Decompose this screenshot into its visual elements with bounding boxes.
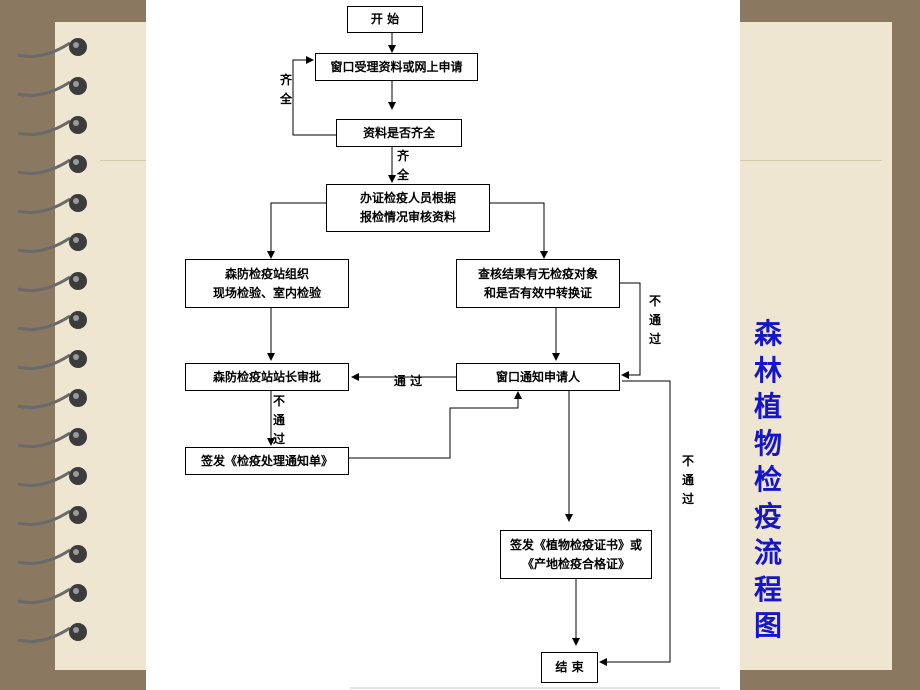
spiral-ring-icon [17, 311, 87, 331]
paper-rule-line-right [740, 160, 882, 161]
spiral-ring-icon [17, 428, 87, 448]
spiral-ring-icon [17, 155, 87, 175]
spiral-ring-icon [17, 38, 87, 58]
paper-rule-line-left [100, 160, 146, 161]
label-incomplete: 齐 全 [279, 73, 292, 106]
spiral-ring-icon [17, 545, 87, 565]
edge-review-verify [489, 202, 548, 259]
node-check-documents: 资料是否齐全 [336, 119, 462, 147]
label-pass: 通 过 [393, 374, 423, 388]
label-fail-approve: 不 通 过 [272, 394, 285, 446]
spiral-ring-icon [17, 116, 87, 136]
spiral-ring-icon [17, 77, 87, 97]
spiral-ring-icon [17, 233, 87, 253]
edge-end-fail-loop [599, 380, 671, 666]
spiral-ring-icon [17, 350, 87, 370]
node-issue-certificate: 签发《植物检疫证书》或 《产地检疫合格证》 [500, 530, 652, 579]
node-onsite-inspection: 森防检疫站组织 现场检验、室内检验 [185, 259, 349, 308]
node-end: 结 束 [541, 652, 598, 683]
node-verify-results: 查核结果有无检疫对象 和是否有效中转换证 [456, 259, 620, 308]
label-fail-verify: 不 通 过 [648, 294, 661, 346]
spiral-ring-icon [17, 506, 87, 526]
node-director-approval: 森防检疫站站长审批 [185, 363, 349, 391]
spiral-ring-icon [17, 584, 87, 604]
node-issue-treatment-notice: 签发《检疫处理通知单》 [185, 447, 349, 475]
label-complete: 齐 全 [396, 149, 409, 182]
node-notify-applicant: 窗口通知申请人 [456, 363, 620, 391]
spiral-ring-icon [17, 194, 87, 214]
edge-verify-fail [619, 282, 641, 379]
edge-check-incomplete-loop [292, 56, 336, 136]
spiral-ring-icon [17, 389, 87, 409]
spiral-ring-icon [17, 272, 87, 292]
notebook-paper-right [740, 22, 892, 670]
spiral-ring-icon [17, 467, 87, 487]
node-start: 开 始 [347, 6, 423, 33]
node-receive-application: 窗口受理资料或网上申请 [315, 53, 478, 81]
label-fail-notify: 不 通 过 [681, 454, 694, 506]
edge-review-onsite [267, 202, 326, 259]
slide-title: 森 林 植 物 检 疫 流 程 图 [753, 317, 782, 642]
node-review-documents: 办证检疫人员根据 报检情况审核资料 [326, 184, 490, 232]
spiral-ring-icon [17, 623, 87, 643]
edge-notice-notify [349, 391, 522, 459]
